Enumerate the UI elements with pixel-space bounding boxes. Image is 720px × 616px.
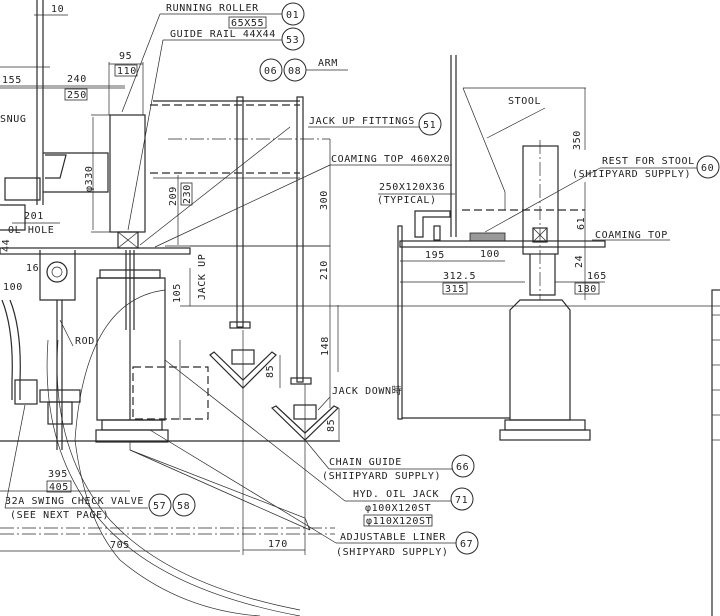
jack-up-fittings-label: JACK UP FITTINGS [309,116,415,127]
balloon-08: 08 [283,58,307,82]
swing-check-valve-label: 32A SWING CHECK VALVE [5,496,144,507]
typical-size-label: 250X120X36 [379,182,445,193]
dim-148: 148 [320,336,331,356]
rest-for-stool-label: REST FOR STOOL [602,156,695,167]
arm-label: ARM [318,58,338,69]
dim-209: 209 [168,186,179,206]
svg-text:66: 66 [456,462,469,473]
dim-250: 250 [67,90,87,101]
coaming-top-label: COAMING TOP [595,230,668,241]
snug-label: SNUG [0,114,26,125]
balloon-71: 71 [450,487,474,511]
dimension-lines [0,87,605,552]
adjustable-liner-note: (SHIPYARD SUPPLY) [336,547,449,558]
dim-110: 110 [117,66,137,77]
adjustable-liner-label: ADJUSTABLE LINER [340,532,446,543]
ol-hole-label: OL HOLE [8,225,54,236]
chain-guide-note: (SHIIPYARD SUPPLY) [322,471,441,482]
geometry-middle [150,96,720,555]
svg-text:60: 60 [701,163,714,174]
hyd-oil-jack-spec1: φ100X120ST [365,503,431,514]
dim-300: 300 [319,190,330,210]
stool-label: STOOL [508,96,541,107]
balloon-58: 58 [172,493,196,517]
geometry-right [397,55,720,616]
dim-100-left: 100 [3,282,23,293]
dim-170: 170 [268,539,288,550]
dim-201: 201 [24,211,44,222]
svg-text:51: 51 [423,120,436,131]
balloon-67: 67 [455,531,479,555]
leader-lines [4,13,697,544]
dim-85-lower: 85 [326,419,337,432]
hyd-oil-jack-spec2: φ110X120ST [366,516,432,527]
dim-10: 10 [51,4,64,15]
dim-240: 240 [67,74,87,85]
balloon-53: 53 [281,27,305,51]
geometry-left [0,0,340,616]
dim-315: 315 [445,284,465,295]
dim-100-right: 100 [480,249,500,260]
dim-95: 95 [119,51,132,62]
dim-165: 165 [587,271,607,282]
rest-for-stool-note: (SHIIPYARD SUPPLY) [572,169,691,180]
labels: 10 RUNNING ROLLER 65X55 GUIDE RAIL 44X44… [0,3,695,558]
dim-85-upper: 85 [265,365,276,378]
svg-text:01: 01 [286,10,299,21]
dim-312-5: 312.5 [443,271,476,282]
svg-text:58: 58 [177,501,190,512]
dim-24: 24 [574,255,585,268]
dim-230: 230 [182,184,193,204]
coaming-top-plate-label: COAMING TOP 460X20 [331,154,450,165]
dim-210: 210 [319,260,330,280]
balloon-60: 60 [696,155,720,179]
chain-guide-label: CHAIN GUIDE [329,457,402,468]
guide-rail-label: GUIDE RAIL 44X44 [170,29,276,40]
jack-up-label: JACK UP [197,254,208,300]
dim-105: 105 [172,283,183,303]
rod-label: ROD [75,336,95,347]
dim-405: 405 [49,482,69,493]
dim-395: 395 [48,469,68,480]
svg-text:06: 06 [264,66,277,77]
balloon-51: 51 [418,112,442,136]
svg-text:53: 53 [286,35,299,46]
balloon-57: 57 [148,493,172,517]
dim-16: 16 [26,263,39,274]
running-roller-spec: 65X55 [231,18,264,29]
item-balloons: 01 53 06 08 51 60 66 71 57 58 67 [148,2,720,555]
dim-330: φ330 [84,166,95,192]
dim-195: 195 [425,250,445,261]
balloon-66: 66 [451,454,475,478]
swing-check-valve-note: (SEE NEXT PAGE) [10,510,109,521]
jack-down-label: JACK DOWN時 [332,385,402,397]
svg-text:57: 57 [153,501,166,512]
dim-180: 180 [577,284,597,295]
typical-note: (TYPICAL) [377,195,437,206]
dim-155: 155 [2,75,22,86]
hyd-oil-jack-label: HYD. OIL JACK [353,489,439,500]
svg-text:71: 71 [455,495,468,506]
dim-705: 705 [110,540,130,551]
dim-61: 61 [576,217,587,230]
balloon-06: 06 [259,58,283,82]
balloon-01: 01 [281,2,305,26]
svg-text:67: 67 [460,539,473,550]
running-roller-label: RUNNING ROLLER [166,3,259,14]
svg-text:08: 08 [288,66,301,77]
dim-44: 44 [1,239,12,252]
dim-350: 350 [572,130,583,150]
